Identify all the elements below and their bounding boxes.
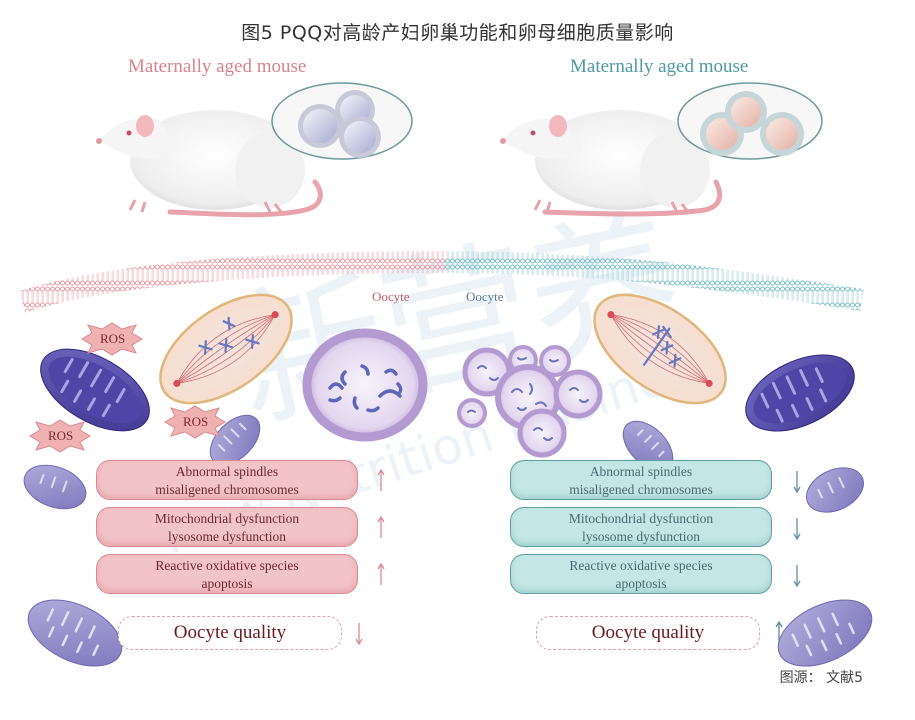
arrow-head: [793, 486, 801, 494]
right-mitochondrion-bottom: [777, 599, 873, 667]
ros-star-2: [164, 405, 226, 439]
left-arrow-icon: [377, 562, 385, 585]
effect-line1: Reactive oxidative species: [155, 558, 299, 573]
right-mouse-label: Maternally aged mouse: [570, 56, 749, 77]
effect-line1: Abnormal spindles: [175, 464, 279, 479]
right-quality-arrow-icon: [775, 620, 783, 643]
right-membrane: [444, 251, 864, 311]
right-mouse: [500, 110, 723, 217]
left-effect-box: Abnormal spindles misaligened chromosome…: [96, 460, 358, 500]
ros-label-2: ROS: [183, 414, 209, 429]
arrow-head: [355, 638, 363, 646]
effect-line1: Mitochondrial dysfunction: [154, 511, 300, 526]
left-membrane: [18, 251, 446, 313]
effect-line2: misaligened chromosomes: [569, 482, 713, 497]
left-mitochondrion-small: [209, 414, 261, 466]
right-mitochondrion-large: [745, 354, 855, 432]
effect-line1: Reactive oxidative species: [569, 558, 713, 573]
right-oocyte-quality: Oocyte quality: [536, 616, 760, 650]
left-lysosome: [302, 328, 428, 442]
left-mitochondrion-bottom: [27, 599, 123, 667]
figure-source: 图源： 文献5: [779, 670, 863, 686]
right-mitochondrion-edge: [806, 467, 864, 513]
left-mouse: [96, 110, 323, 218]
effect-line2: lysosome dysfunction: [581, 529, 701, 544]
ros-label-3: ROS: [48, 428, 74, 443]
arrow-head: [793, 580, 801, 588]
left-arrow-icon: [377, 468, 385, 491]
right-effect-box: Abnormal spindles misaligened chromosome…: [510, 460, 772, 500]
effect-line2: misaligened chromosomes: [155, 482, 299, 497]
left-arrow-icon: [377, 515, 385, 538]
right-arrow-icon: [793, 565, 801, 588]
right-arrow-icon: [793, 471, 801, 494]
effect-line1: Abnormal spindles: [589, 464, 693, 479]
ros-star-1: [81, 322, 143, 356]
effect-line2: apoptosis: [201, 576, 253, 591]
effect-line1: Mitochondrial dysfunction: [568, 511, 714, 526]
arrow-head: [377, 562, 385, 570]
left-oocyte-label: Oocyte: [372, 289, 410, 304]
arrow-head: [377, 468, 385, 476]
right-mitochondrion-small: [622, 420, 674, 472]
figure-title: 图5 PQQ对高龄产妇卵巢功能和卵母细胞质量影响: [241, 22, 674, 44]
left-mouse-label: Maternally aged mouse: [128, 56, 307, 77]
right-lysosome-cluster: [457, 345, 603, 458]
left-quality-arrow-icon: [355, 623, 363, 646]
right-effect-box: Reactive oxidative species apoptosis: [510, 554, 772, 594]
arrow-head: [793, 533, 801, 541]
effect-line2: apoptosis: [615, 576, 667, 591]
ros-star-3: [29, 419, 91, 453]
left-mitochondrion-large: [40, 348, 150, 432]
left-oocyte-bubble: [271, 82, 413, 160]
left-effect-box: Reactive oxidative species apoptosis: [96, 554, 358, 594]
right-arrow-icon: [793, 518, 801, 541]
effect-line2: lysosome dysfunction: [167, 529, 287, 544]
left-effect-box: Mitochondrial dysfunction lysosome dysfu…: [96, 507, 358, 547]
right-spindle: [593, 293, 727, 405]
left-spindle: [159, 293, 293, 405]
arrow-head: [377, 515, 385, 523]
left-oocyte-quality: Oocyte quality: [118, 616, 342, 650]
right-effect-box: Mitochondrial dysfunction lysosome dysfu…: [510, 507, 772, 547]
left-mitochondrion-edge: [23, 464, 87, 510]
arrow-head: [775, 620, 783, 628]
right-oocyte-label: Oocyte: [466, 289, 504, 304]
ros-label-1: ROS: [100, 331, 126, 346]
right-oocyte-bubble: [677, 82, 823, 160]
